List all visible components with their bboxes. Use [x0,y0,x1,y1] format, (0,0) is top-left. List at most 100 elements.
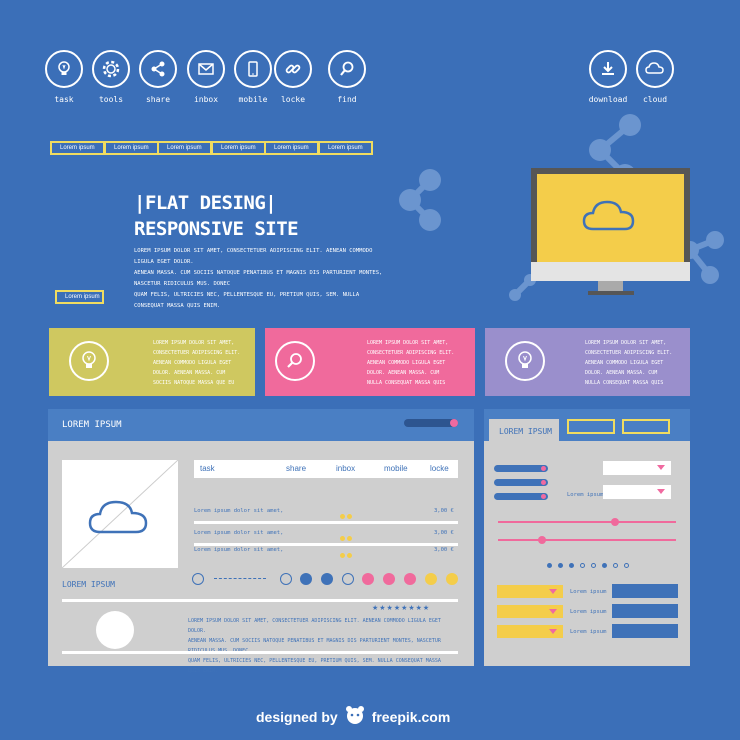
feature-text-line: NULLA CONSEQUAT MASSA QUIS [367,380,446,386]
chevron-down-icon [549,609,557,614]
row-text: Lorem ipsum dolor sit amet, [194,547,284,553]
nav-mobile[interactable]: mobile [228,50,278,104]
page-dot[interactable] [300,573,312,585]
table-header-cell[interactable]: locke [430,464,449,473]
nav-inbox[interactable]: inbox [181,50,231,104]
feature-text: LOREM IPSUM DOLOR SIT AMET, CONSECTETUER… [153,338,240,388]
toggle-pill[interactable] [494,493,548,500]
dropdown-select[interactable] [497,585,563,598]
nav-task[interactable]: task [39,50,89,104]
table-header-cell[interactable]: share [286,464,307,473]
feature-text: LOREM IPSUM DOLOR SIT AMET, CONSECTETUER… [585,338,672,388]
hero-button[interactable]: Lorem ipsum [55,290,104,304]
nav-label: task [54,95,74,104]
page-indicator[interactable] [192,573,204,585]
pager-dot[interactable] [569,563,574,568]
tag-link[interactable]: Lorem ipsum [264,141,319,155]
input-field[interactable] [612,624,678,638]
page-dot[interactable] [404,573,416,585]
feature-text-line: DOLOR. AENEAN MASSA. CUM [367,370,440,376]
table-header-cell[interactable]: task [200,464,215,473]
tag-link[interactable]: Lorem ipsum [104,141,159,155]
nav-cloud[interactable]: cloud [630,50,680,104]
pager-dot[interactable] [580,563,585,568]
pager-dot[interactable] [613,563,618,568]
pager-dot[interactable] [591,563,596,568]
dropdown-select[interactable] [497,625,563,638]
bulb-icon [505,341,545,381]
row-price: 3,00 € [434,547,454,553]
nav-share[interactable]: share [133,50,183,104]
slider-track[interactable] [498,518,676,526]
side-panel: LOREM IPSUM Lorem ipsum Lorem ipsum Lore… [484,409,690,666]
nav-find[interactable]: find [322,50,372,104]
row-divider [194,521,458,524]
nav-label: share [145,95,171,104]
pager-dot[interactable] [602,563,607,568]
table-header-cell[interactable]: mobile [384,464,408,473]
page-dot[interactable] [383,573,395,585]
side-panel-tab[interactable] [567,419,615,434]
rating-stars[interactable]: ★★★★★★★★ [372,605,431,612]
dropdown-select[interactable] [497,605,563,618]
page-dot[interactable] [362,573,374,585]
list-label: Lorem ipsum [570,609,607,615]
comment-text: LOREM IPSUM DOLOR SIT AMET, CONSECTETUER… [188,616,448,676]
input-field[interactable] [612,604,678,618]
side-panel-tab[interactable] [622,419,670,434]
side-panel-title: LOREM IPSUM [499,427,552,436]
slider-thumb[interactable] [538,536,546,544]
list-label: Lorem ipsum [570,629,607,635]
chevron-down-icon [657,465,665,470]
feature-text-line: LOREM IPSUM DOLOR SIT AMET, [153,340,235,346]
tag-link[interactable]: Lorem ipsum [50,141,105,155]
page-dot[interactable] [321,573,333,585]
page-dot[interactable] [342,573,354,585]
footer-credit: designed by freepik.com [256,705,450,728]
side-panel-header: LOREM IPSUM [484,409,690,441]
main-panel-header: LOREM IPSUM [48,409,474,441]
toggle-pill[interactable] [494,465,548,472]
chevron-down-icon [657,489,665,494]
page-dot[interactable] [280,573,292,585]
page-dot[interactable] [446,573,458,585]
table-row[interactable]: Lorem ipsum dolor sit amet, 3,00 € [194,545,458,563]
rating-dot [347,553,352,558]
hero-body-line: QUAM FELIS, ULTRICIES NEC, PELLENTESQUE … [134,292,360,309]
nav-label: mobile [238,95,268,104]
dropdown-select[interactable] [603,485,671,499]
footer-prefix: designed by [256,708,338,725]
page-dot[interactable] [425,573,437,585]
input-field[interactable] [612,584,678,598]
table-header-cell[interactable]: inbox [336,464,356,473]
toggle-switch[interactable] [404,419,458,427]
tag-link[interactable]: Lorem ipsum [211,141,266,155]
feature-text-line: AENEAN COMMODO LIGULA EGET [153,360,232,366]
slider-track[interactable] [498,536,676,544]
dropdown-select[interactable] [603,461,671,475]
slider-thumb[interactable] [611,518,619,526]
tag-link[interactable]: Lorem ipsum [318,141,373,155]
side-panel-tab-active[interactable]: LOREM IPSUM [489,419,559,441]
nav-download[interactable]: download [583,50,633,104]
freepik-logo-icon [344,705,366,728]
table-row[interactable]: Lorem ipsum dolor sit amet, 3,00 € [194,506,458,524]
pager-dot[interactable] [624,563,629,568]
bulb-icon [45,50,83,88]
table-row[interactable]: Lorem ipsum dolor sit amet, 3,00 € [194,528,458,546]
feature-text-line: LOREM IPSUM DOLOR SIT AMET, [585,340,667,346]
nav-locke[interactable]: locke [268,50,318,104]
nav-label: find [337,95,357,104]
main-panel-title: LOREM IPSUM [62,420,122,430]
footer-brand[interactable]: freepik.com [371,708,451,725]
rating-dot [340,536,345,541]
pager-dot[interactable] [558,563,563,568]
feature-text-line: LOREM IPSUM DOLOR SIT AMET, [367,340,449,346]
feature-text: LOREM IPSUM DOLOR SIT AMET, CONSECTETUER… [367,338,454,388]
nav-tools[interactable]: tools [86,50,136,104]
pager-dot[interactable] [547,563,552,568]
search-icon [275,341,315,381]
tag-link[interactable]: Lorem ipsum [157,141,212,155]
toggle-pill[interactable] [494,479,548,486]
feature-text-line: AENEAN COMMODO LIGULA EGET [367,360,446,366]
